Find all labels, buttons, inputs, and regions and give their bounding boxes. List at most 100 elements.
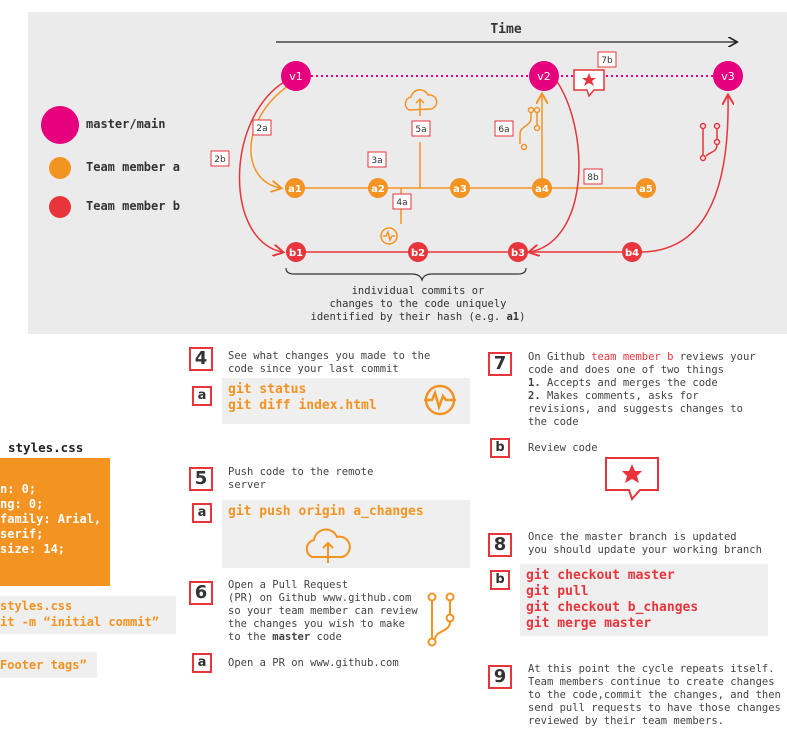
- commit-command-line-2: it -m “initial commit”: [0, 615, 159, 629]
- step-8-code-line2: git pull: [526, 584, 589, 599]
- diff-icon-large: [424, 384, 456, 416]
- step-label-4a: 4a: [392, 193, 412, 210]
- branch-v1-to-a1: [250, 85, 289, 188]
- step-6-text-line4: the changes you wish to make: [228, 618, 406, 630]
- step-7-number: 7: [488, 352, 512, 376]
- step-6-text-line3: so your team member can review: [228, 605, 418, 617]
- commits-brace: [285, 267, 527, 282]
- step-8-code-line3: git checkout b_changes: [526, 600, 699, 615]
- step-4-text-line1: See what changes you made to the: [228, 350, 431, 362]
- css-code-block: n: 0; ng: 0; family: Arial, serif; size:…: [0, 458, 110, 586]
- step-5-code-block: git push origin a_changes: [222, 500, 470, 568]
- node-a4: [532, 178, 552, 198]
- css-line-3: family: Arial,: [0, 512, 102, 526]
- node-b4: [622, 242, 642, 262]
- svg-text:2a: 2a: [256, 124, 267, 134]
- commits-note-line3: identified by their hash (e.g. a1): [311, 311, 526, 323]
- review-star-icon-large: [605, 457, 659, 501]
- css-line-2: ng: 0;: [0, 497, 44, 511]
- styles-file-title: styles.css: [8, 440, 84, 455]
- commits-note-line2: changes to the code uniquely: [329, 298, 506, 310]
- step-7-text-line3: 1. Accepts and merges the code: [528, 377, 718, 389]
- step-4-code-line2: git diff index.html: [228, 398, 377, 413]
- legend-team-a-dot: [49, 157, 71, 179]
- legend-master-dot: [41, 106, 79, 144]
- step-7-text-line5: revisions, and suggests changes to: [528, 403, 743, 415]
- node-b4-label: b4: [625, 248, 639, 259]
- step-8-code-block: git checkout master git pull git checkou…: [520, 564, 768, 636]
- svg-text:6a: 6a: [498, 125, 509, 135]
- node-v3: [713, 61, 743, 91]
- commit-command-block: styles.css it -m “initial commit”: [0, 596, 176, 634]
- step-9-text-line1: At this point the cycle repeats itself.: [528, 663, 775, 675]
- merge-b4-to-v3: [639, 96, 728, 253]
- pull-request-icon: [519, 106, 541, 151]
- step-7b-letter: b: [490, 438, 510, 458]
- step-label-2a: 2a: [252, 119, 272, 136]
- step-label-6a: 6a: [494, 120, 514, 137]
- node-b3: [508, 242, 528, 262]
- svg-text:7b: 7b: [601, 56, 613, 66]
- step-8-text-line1: Once the master branch is updated: [528, 531, 737, 543]
- git-workflow-diagram: Time v1 v2 v3 a1 a2 a3 a4 a5 b1 b2 b3 b4…: [41, 22, 743, 323]
- node-v2-label: v2: [537, 70, 551, 83]
- step-5a-letter: a: [192, 503, 212, 523]
- node-a5: [636, 178, 656, 198]
- commits-note-line1: individual commits or: [352, 285, 485, 297]
- step-8-code-line4: git merge master: [526, 616, 652, 631]
- node-v3-label: v3: [721, 70, 735, 83]
- footer-command-text: Footer tags”: [0, 658, 87, 672]
- step-4-code-line1: git status: [228, 382, 307, 397]
- step-label-7b: 7b: [597, 51, 617, 68]
- step-label-2b: 2b: [210, 150, 230, 167]
- svg-text:2b: 2b: [214, 155, 226, 165]
- node-b1: [286, 242, 306, 262]
- step-6-text-line5: to the master code: [228, 631, 342, 643]
- cloud-upload-icon: [404, 89, 438, 116]
- step-5-text-line1: Push code to the remote: [228, 466, 374, 478]
- step-5-text-line2: server: [228, 479, 266, 491]
- step-9-number: 9: [488, 665, 512, 689]
- node-a1: [285, 178, 305, 198]
- node-v1-label: v1: [289, 70, 303, 83]
- step-4a-letter: a: [192, 386, 212, 406]
- step-9-text-line3: to the code,commit the changes, and then: [528, 689, 781, 701]
- node-b2: [408, 242, 428, 262]
- pull-v2-to-b3: [530, 79, 580, 252]
- step-4-text-line2: code since your last commit: [228, 363, 399, 375]
- step-4-number: 4: [189, 347, 213, 371]
- svg-text:8b: 8b: [587, 173, 599, 183]
- css-line-4: serif;: [0, 527, 44, 541]
- step-7b-text: Review code: [528, 442, 598, 454]
- step-8b-letter: b: [490, 570, 510, 590]
- footer-command-block: Footer tags”: [0, 652, 97, 678]
- step-6-text-line2: (PR) on Github www.github.com: [228, 592, 412, 604]
- step-label-8b: 8b: [583, 168, 603, 185]
- step-6a-letter: a: [192, 653, 212, 673]
- legend-team-a-label: Team member a: [86, 160, 180, 174]
- step-5-number: 5: [189, 467, 213, 491]
- step-6-text: Open a Pull Request (PR) on Github www.g…: [228, 579, 418, 644]
- step-6-number: 6: [189, 581, 213, 605]
- cloud-upload-icon-large: [305, 528, 351, 563]
- pull-request-icon-large: [427, 592, 455, 647]
- css-line-1: n: 0;: [0, 482, 37, 496]
- step-label-5a: 5a: [411, 120, 431, 137]
- commit-command-line-1: styles.css: [0, 599, 73, 613]
- step-8-code-line1: git checkout master: [526, 568, 675, 583]
- merge-icon: [699, 122, 721, 162]
- step-9-text-line4: send pull requests to have those changes: [528, 702, 781, 714]
- diff-icon: [380, 227, 398, 245]
- branch-v1-to-b1: [238, 81, 284, 252]
- step-6a-text: Open a PR on www.github.com: [228, 657, 399, 669]
- step-9-text-line2: Team members continue to create changes: [528, 676, 775, 688]
- node-v2: [529, 61, 559, 91]
- step-label-3a: 3a: [367, 151, 387, 168]
- legend-master-label: master/main: [86, 117, 166, 131]
- node-a5-label: a5: [639, 184, 653, 195]
- time-label: Time: [490, 22, 521, 37]
- node-b3-label: b3: [511, 248, 525, 259]
- step-5-text: Push code to the remote server: [228, 466, 373, 492]
- node-b1-label: b1: [289, 248, 303, 259]
- node-a2-label: a2: [371, 184, 385, 195]
